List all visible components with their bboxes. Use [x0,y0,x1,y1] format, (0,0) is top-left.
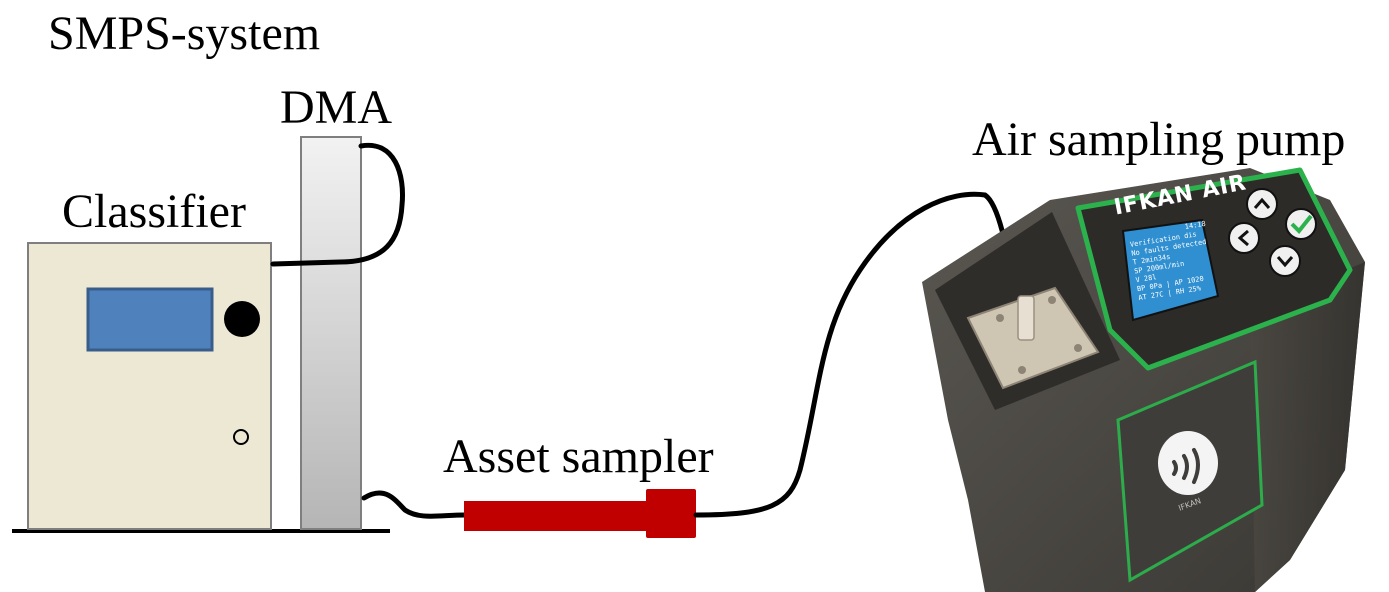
pump-inlet-nozzle [1017,295,1035,341]
pump-confirm-button [1285,208,1317,240]
classifier-body [27,242,272,530]
dma-label: DMA [280,81,393,134]
pump-screen [1121,218,1220,322]
pump-side-face [1250,262,1365,592]
pump-down-button [1269,245,1301,277]
asset-sampler-label: Asset sampler [443,430,714,483]
dma-classifier-cable [270,142,405,267]
asset-sampler [464,489,696,538]
classifier-knob [224,301,260,337]
pump-buttons [1228,188,1317,277]
pump-inlet-screw [1048,296,1056,304]
sampler-pump-cable [693,191,1021,518]
classifier-display [86,287,214,352]
air-sampling-pump [922,167,1365,592]
pump-inlet-screw [1074,344,1082,352]
dma-column [300,136,362,530]
classifier-indicator-light [233,429,249,445]
checkmark-icon [1290,214,1313,234]
nfc-waves-icon [1172,448,1200,484]
pump-left-button [1228,222,1260,254]
smps-system-label: SMPS-system [48,7,321,60]
pump-up-button [1246,188,1278,220]
asset-sampler-cap [646,489,696,538]
pump-control-panel [1075,167,1353,371]
pump-inlet-screw [996,314,1004,322]
pump-screen-content: 14:18 Verification dis No faults detecte… [1128,220,1218,315]
dma-sampler-cable [361,490,468,519]
classifier-unit [27,242,272,530]
classifier-label: Classifier [62,185,246,238]
asset-sampler-body [464,501,649,531]
pump-inlet-screw [1018,366,1026,374]
air-sampling-pump-label: Air sampling pump [972,113,1346,166]
